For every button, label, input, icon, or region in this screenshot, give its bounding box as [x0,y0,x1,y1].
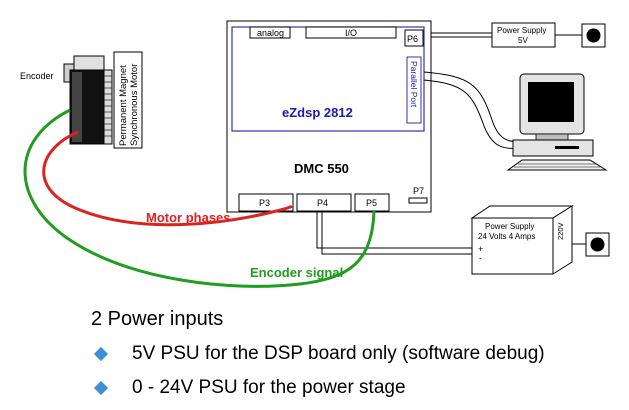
motor-label-box [113,51,143,149]
motor-phases-wire [42,130,294,227]
bullet-item: 5V PSU for the DSP board only (software … [93,343,545,365]
psu-24v: Power Supply 24 Volts 4 Amps + - 220V [316,205,610,275]
p5-connector [354,193,390,212]
psu-24v-minus: - [479,253,482,263]
p3-connector [238,193,294,212]
psu-5v-line1: Power Supply [497,26,546,35]
psu-24v-plug-icon [590,237,605,252]
motor-label-line2: Synchronous Motor [129,64,140,146]
motor-assembly: Encoder Permanent Magnet Synchronous Mot… [20,51,143,149]
psu-24v-line2: 24 Volts 4 Amps [478,232,535,241]
computer-case [512,139,594,157]
dmc550-label: DMC 550 [294,161,349,176]
p4-connector [296,193,352,212]
bullet-item: 0 - 24V PSU for the power stage [93,377,406,399]
encoder-signal-label: Encoder signal [250,265,343,280]
keyboard-icon [506,159,608,171]
motor-highlight [72,72,82,142]
psu-5v-line2: 5V [518,36,528,45]
p7-label: P7 [413,186,424,196]
bullet-text: 0 - 24V PSU for the power stage [132,377,406,398]
monitor-screen [528,82,574,122]
parallel-port-connector [406,56,422,124]
computer [423,71,608,171]
analog-connector [249,26,291,39]
ezdsp-label: eZdsp 2812 [282,105,353,120]
psu-24v-plus: + [478,244,483,254]
motor-label-line1: Permanent Magnet [118,65,129,146]
bullet-text: 5V PSU for the DSP board only (software … [132,343,545,364]
bullet-diamond-icon [93,380,109,396]
parallel-port-label: Parallel Port [409,61,419,108]
bullet-diamond-icon [93,346,109,362]
p6-connector [404,29,424,47]
p6-label: P6 [407,34,418,44]
motor-fins [103,69,113,145]
p4-label: P4 [317,198,328,208]
psu-5v: Power Supply 5V [431,22,606,48]
p5-label: P5 [366,198,377,208]
encoder-label: Encoder [20,71,54,81]
psu-24v-box [471,217,554,275]
psu-5v-plug-icon [586,28,601,43]
ezdsp-board [231,26,425,132]
io-connector [305,26,397,39]
io-label: I/O [345,28,357,38]
psu-24v-line1: Power Supply [485,222,534,231]
p3-label: P3 [259,198,270,208]
dmc550-board: analog I/O P6 Parallel Port eZdsp 2812 D… [226,20,432,213]
p7-connector [408,197,428,204]
psu-24v-side-label: 220V [556,222,565,240]
system-diagram: Encoder Permanent Magnet Synchronous Mot… [20,20,610,288]
encoder-signal-wire [23,108,376,288]
power-inputs-title: 2 Power inputs [91,308,224,330]
analog-label: analog [257,28,284,38]
motor-phases-label: Motor phases [146,210,231,225]
